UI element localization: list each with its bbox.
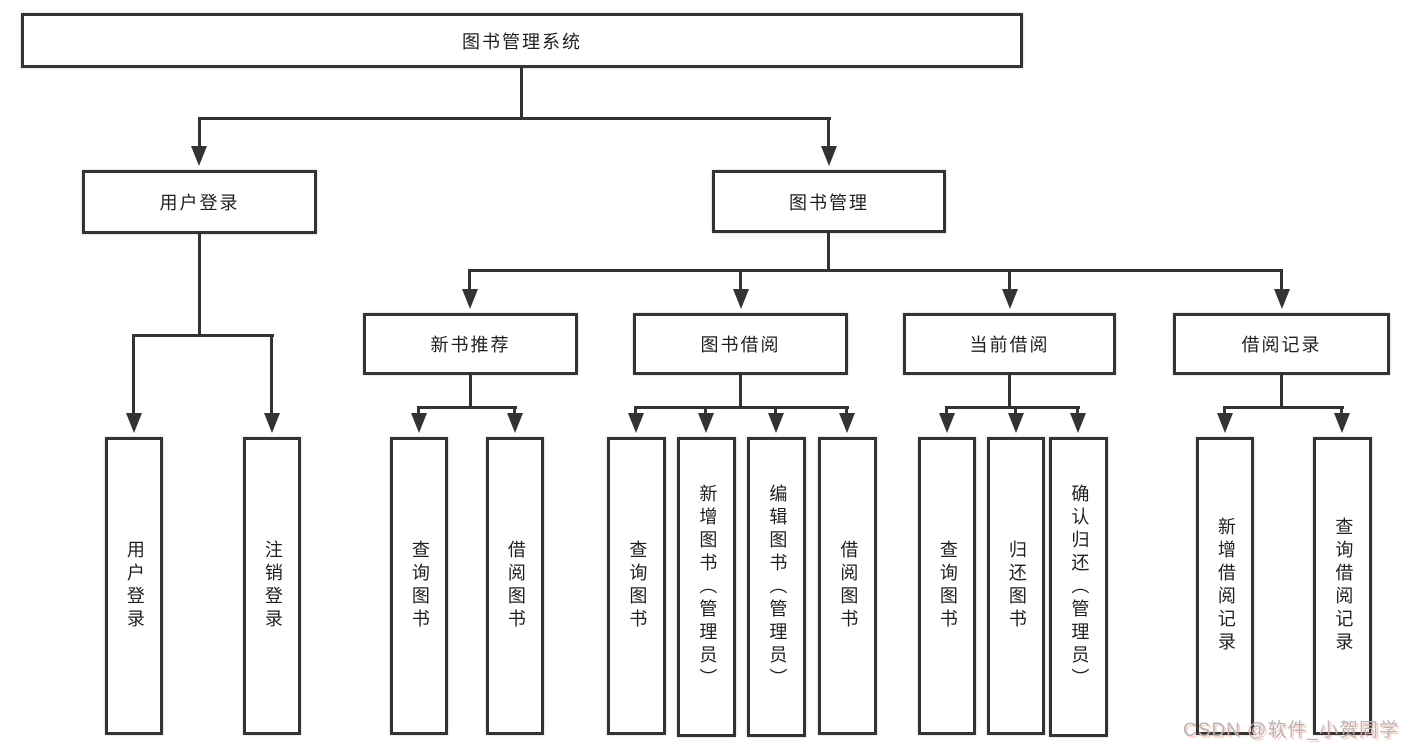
connector-line bbox=[198, 234, 201, 337]
leaf-label: 查询图书 bbox=[937, 540, 958, 632]
connector-line bbox=[417, 406, 517, 409]
node-new-book-recommend: 新书推荐 bbox=[363, 313, 578, 375]
leaf-label: 用户登录 bbox=[124, 540, 145, 632]
connector-line bbox=[198, 117, 831, 120]
connector-line bbox=[945, 406, 948, 415]
connector-line bbox=[1223, 406, 1344, 409]
connector-line bbox=[1280, 269, 1283, 291]
leaf-current-query-book: 查询图书 bbox=[918, 437, 976, 735]
connector-line bbox=[827, 233, 830, 271]
leaf-label: 新增借阅记录 bbox=[1215, 517, 1236, 655]
connector-line bbox=[1008, 375, 1011, 408]
arrowhead-down-icon bbox=[698, 413, 714, 433]
connector-line bbox=[468, 269, 471, 291]
leaf-label: 注销登录 bbox=[262, 540, 283, 632]
arrowhead-down-icon bbox=[507, 413, 523, 433]
arrowhead-down-icon bbox=[462, 289, 478, 309]
connector-line bbox=[845, 406, 848, 415]
connector-line bbox=[132, 334, 135, 415]
leaf-logout: 注销登录 bbox=[243, 437, 301, 735]
connector-line bbox=[827, 117, 830, 148]
connector-line bbox=[468, 269, 1283, 272]
leaf-label: 新增图书（管理员） bbox=[697, 483, 718, 691]
leaf-label: 归还图书 bbox=[1006, 540, 1027, 632]
arrowhead-down-icon bbox=[264, 413, 280, 433]
leaf-user-login: 用户登录 bbox=[105, 437, 163, 735]
leaf-label: 编辑图书（管理员） bbox=[767, 483, 788, 691]
node-book-management: 图书管理 bbox=[712, 170, 946, 233]
arrowhead-down-icon bbox=[1334, 413, 1350, 433]
leaf-label: 借阅图书 bbox=[838, 540, 859, 632]
arrowhead-down-icon bbox=[1070, 413, 1086, 433]
leaf-current-return-book: 归还图书 bbox=[987, 437, 1045, 735]
connector-line bbox=[1223, 406, 1226, 415]
csdn-watermark: CSDN @软件_小贺同学 bbox=[1183, 720, 1399, 741]
arrowhead-down-icon bbox=[1217, 413, 1233, 433]
leaf-borrow-query-book: 查询图书 bbox=[607, 437, 666, 735]
connector-line bbox=[739, 375, 742, 408]
arrowhead-down-icon bbox=[126, 413, 142, 433]
leaf-borrow-edit-book-admin: 编辑图书（管理员） bbox=[747, 437, 806, 737]
node-library-system: 图书管理系统 bbox=[21, 13, 1023, 68]
arrowhead-down-icon bbox=[411, 413, 427, 433]
node-book-borrow: 图书借阅 bbox=[633, 313, 848, 375]
node-current-borrow: 当前借阅 bbox=[903, 313, 1116, 375]
connector-line bbox=[704, 406, 707, 415]
leaf-label: 查询借阅记录 bbox=[1333, 517, 1354, 655]
arrowhead-down-icon bbox=[1002, 289, 1018, 309]
leaf-label: 查询图书 bbox=[409, 540, 430, 632]
leaf-newbooks-borrow-book: 借阅图书 bbox=[486, 437, 544, 735]
connector-line bbox=[132, 334, 274, 337]
connector-line bbox=[520, 68, 523, 120]
arrowhead-down-icon bbox=[939, 413, 955, 433]
arrowhead-down-icon bbox=[768, 413, 784, 433]
connector-line bbox=[270, 334, 273, 415]
connector-line bbox=[774, 406, 777, 415]
connector-line bbox=[945, 406, 1080, 409]
connector-line bbox=[1340, 406, 1343, 415]
connector-line bbox=[469, 375, 472, 408]
connector-line bbox=[634, 406, 849, 409]
arrowhead-down-icon bbox=[628, 413, 644, 433]
leaf-records-add-record: 新增借阅记录 bbox=[1196, 437, 1254, 735]
leaf-newbooks-query-book: 查询图书 bbox=[390, 437, 448, 735]
connector-line bbox=[739, 269, 742, 291]
leaf-current-confirm-return-admin: 确认归还（管理员） bbox=[1049, 437, 1108, 737]
connector-line bbox=[513, 406, 516, 415]
connector-line bbox=[1280, 375, 1283, 408]
arrowhead-down-icon bbox=[733, 289, 749, 309]
connector-line bbox=[1008, 269, 1011, 291]
arrowhead-down-icon bbox=[1008, 413, 1024, 433]
connector-line bbox=[1076, 406, 1079, 415]
leaf-borrow-add-book-admin: 新增图书（管理员） bbox=[677, 437, 736, 737]
node-borrow-records: 借阅记录 bbox=[1173, 313, 1390, 375]
connector-line bbox=[198, 117, 201, 148]
arrowhead-down-icon bbox=[839, 413, 855, 433]
leaf-label: 查询图书 bbox=[627, 540, 648, 632]
leaf-records-query-record: 查询借阅记录 bbox=[1313, 437, 1372, 735]
connector-line bbox=[417, 406, 420, 415]
arrowhead-down-icon bbox=[821, 146, 837, 166]
leaf-label: 确认归还（管理员） bbox=[1069, 483, 1090, 691]
arrowhead-down-icon bbox=[1274, 289, 1290, 309]
connector-line bbox=[1014, 406, 1017, 415]
node-user-login: 用户登录 bbox=[82, 170, 317, 234]
leaf-label: 借阅图书 bbox=[505, 540, 526, 632]
connector-line bbox=[634, 406, 637, 415]
arrowhead-down-icon bbox=[191, 146, 207, 166]
leaf-borrow-borrow-book: 借阅图书 bbox=[818, 437, 877, 735]
